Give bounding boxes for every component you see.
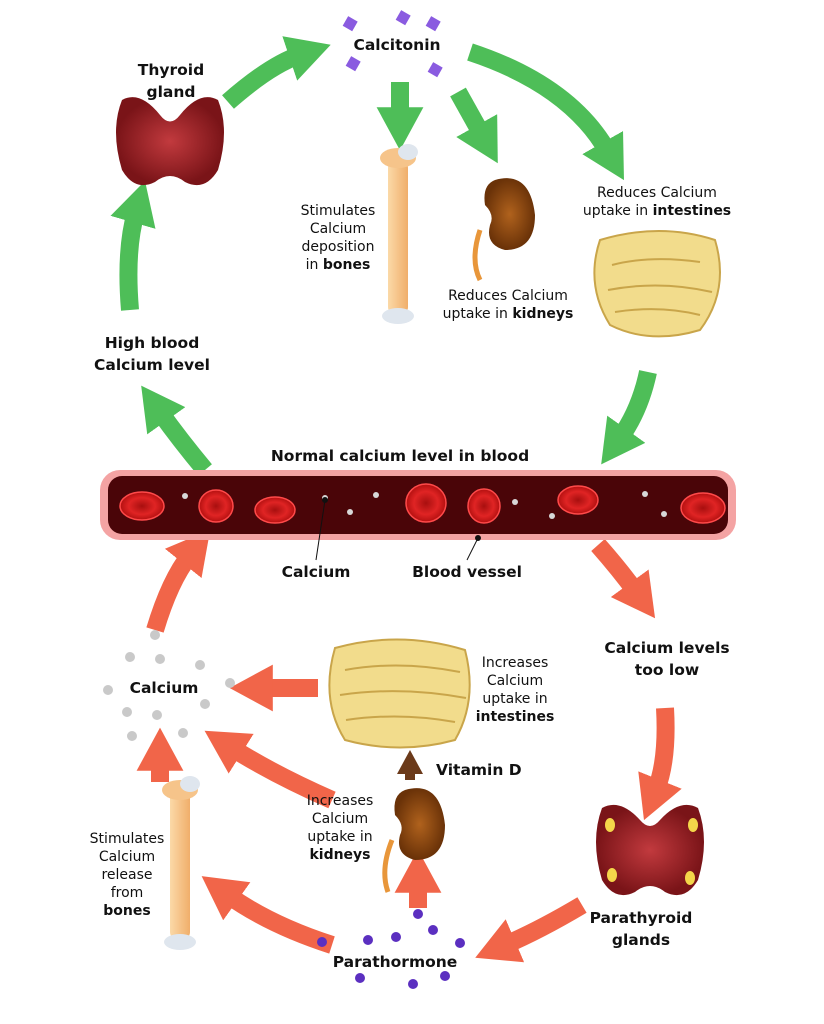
label-text: uptake in	[307, 829, 373, 845]
label-emphasis: bones	[322, 257, 371, 273]
label-text: in	[305, 257, 323, 273]
label-text: Calcium	[486, 673, 544, 689]
label-text: Stimulates	[89, 831, 165, 847]
label-line: Increases	[476, 654, 555, 672]
label-line: from	[90, 884, 165, 902]
label-emphasis: kidneys	[512, 306, 574, 322]
label-text: Increases	[481, 655, 549, 671]
label-line: release	[90, 866, 165, 884]
label-text: deposition	[301, 239, 375, 255]
calcitonin-label: Calcitonin	[353, 36, 441, 54]
label-text: uptake in	[482, 691, 548, 707]
calcium-particles	[103, 630, 235, 741]
label-text: Increases	[306, 793, 374, 809]
label-emphasis: intestines	[475, 709, 555, 725]
label-line: kidneys	[307, 846, 374, 864]
arrow-parathormone-to-bone	[201, 876, 335, 954]
thyroid-gland-icon	[116, 97, 224, 186]
blood-vessel	[100, 470, 736, 540]
label-text: from	[110, 885, 144, 901]
label-line: bones	[90, 902, 165, 920]
parathyroid-line: glands	[611, 931, 671, 949]
label-line: Stimulates	[301, 202, 376, 220]
calcitonin-molecules	[342, 10, 443, 78]
arrow-parathyroid-to-parathormone	[475, 897, 587, 963]
label-line: Calcium	[307, 810, 374, 828]
too-low-line: too low	[634, 661, 700, 679]
label-emphasis: kidneys	[309, 847, 371, 863]
parathyroid-glands-icon	[596, 804, 704, 896]
normal-level-title: Normal calcium level in blood	[270, 447, 530, 465]
intestines-icon-bottom	[328, 638, 471, 749]
label-text: Calcium	[98, 849, 156, 865]
label-emphasis: bones	[103, 903, 151, 919]
label-emphasis: intestines	[652, 203, 732, 219]
label-line: Stimulates	[90, 830, 165, 848]
label-line: Increases	[307, 792, 374, 810]
arrow-vessel-to-low	[591, 539, 656, 619]
label-line: intestines	[476, 708, 555, 726]
label-line: deposition	[301, 238, 376, 256]
label-line: uptake in kidneys	[443, 305, 574, 323]
parathormone-molecules	[317, 909, 465, 989]
label-text: uptake in	[582, 203, 653, 219]
too-low-label: Calcium levels too low	[604, 637, 729, 681]
too-low-line: Calcium levels	[604, 639, 730, 657]
label-text: Reduces Calcium	[597, 185, 717, 201]
label-text: Stimulates	[300, 203, 376, 219]
label-line: Reduces Calcium	[583, 184, 731, 202]
label-text: release	[101, 867, 153, 883]
label-text: Calcium	[311, 811, 369, 827]
pointer-lines	[315, 497, 481, 561]
thyroid-label-line: gland	[146, 83, 196, 101]
arrow-calcium-to-vessel	[146, 529, 211, 633]
label-line: Calcium	[476, 672, 555, 690]
label-text: uptake in	[442, 306, 513, 322]
label-line: Calcium	[301, 220, 376, 238]
blood-vessel-label: Blood vessel	[412, 563, 522, 581]
arrow-low-to-parathyroid	[638, 707, 682, 821]
label-line: Reduces Calcium	[443, 287, 574, 305]
intestines-icon-top	[593, 230, 721, 338]
calcium-pointer-label: Calcium	[281, 563, 351, 581]
kidney-icon-top	[472, 178, 535, 282]
parathormone-label: Parathormone	[332, 953, 458, 971]
label-line: Calcium	[90, 848, 165, 866]
parathyroid-label: Parathyroid glands	[590, 907, 693, 951]
thyroid-label: Thyroid gland	[138, 59, 204, 103]
label-line: in bones	[301, 256, 376, 274]
arrow-high-to-thyroid	[110, 180, 156, 311]
parathyroid-line: Parathyroid	[589, 909, 693, 927]
label-line: uptake in intestines	[583, 202, 731, 220]
label-line: uptake in	[307, 828, 374, 846]
calcium-pool-label: Calcium	[129, 679, 199, 697]
vitamin-d-label: Vitamin D	[436, 761, 522, 779]
arrow-intestines-to-vessel	[601, 370, 657, 465]
label-text: Reduces Calcium	[448, 288, 568, 304]
bone-icon-bottom	[162, 776, 200, 950]
arrow-calcitonin-to-kidney	[450, 87, 498, 164]
label-text: Calcium	[309, 221, 367, 237]
high-blood-line: Calcium level	[94, 356, 210, 374]
arrow-thyroid-to-calcitonin	[222, 36, 331, 109]
arrow-calcitonin-to-intestines	[467, 43, 624, 181]
arrow-vessel-to-high	[141, 385, 212, 476]
label-line: uptake in	[476, 690, 555, 708]
high-blood-line: High blood	[104, 334, 200, 352]
high-blood-calcium-label: High blood Calcium level	[94, 332, 210, 376]
kidney-icon-bottom	[382, 788, 445, 893]
bone-icon-top	[380, 144, 418, 324]
thyroid-label-line: Thyroid	[137, 61, 205, 79]
arrow-kidney-to-calcium	[204, 730, 336, 809]
